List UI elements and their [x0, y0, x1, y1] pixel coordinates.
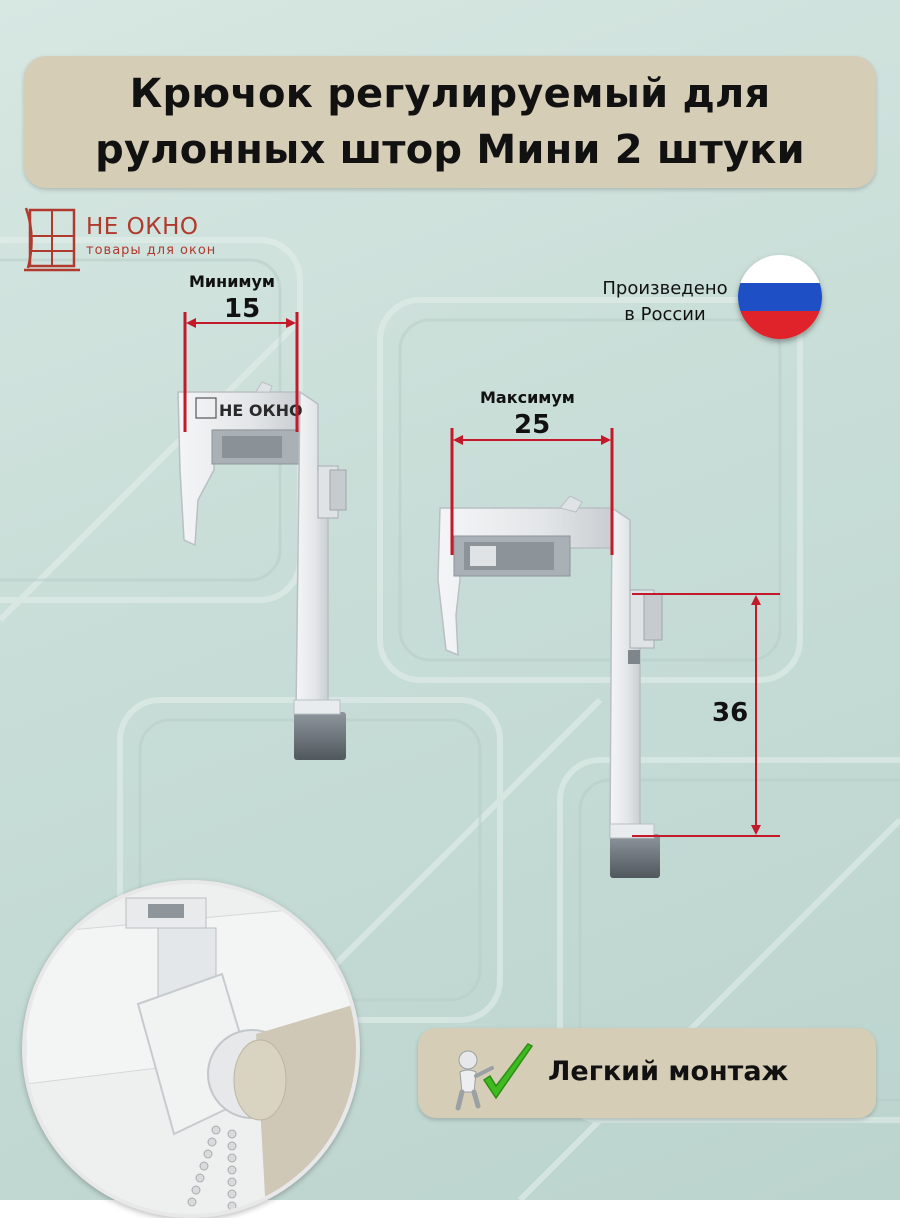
easy-install-badge: Легкий монтаж [418, 1028, 876, 1118]
hook-right [437, 495, 663, 878]
min-value: 15 [224, 294, 261, 324]
hook-left: НЕ ОКНО [177, 381, 347, 760]
flag-shine [738, 255, 822, 283]
title-banner: Крючок регулируемый для рулонных штор Ми… [24, 56, 876, 188]
hook-left-stamp: НЕ ОКНО [219, 401, 303, 420]
origin-line-1: Произведено [602, 278, 728, 299]
title-line-1: Крючок регулируемый для [129, 71, 771, 117]
origin-line-2: в России [624, 304, 706, 325]
logo-tagline: товары для окон [86, 243, 217, 258]
easy-install-text: Легкий монтаж [548, 1056, 789, 1087]
checkmark-icon [482, 1043, 534, 1100]
dimension-lines [183, 312, 780, 837]
flag-stripe-blue [738, 283, 822, 311]
installed-blind-photo [22, 880, 360, 1218]
title-line-2: рулонных штор Мини 2 штуки [95, 127, 805, 173]
brand-logo: НЕ ОКНО товары для окон [22, 206, 252, 272]
roller-blind-illustration [26, 884, 356, 1214]
max-value: 25 [514, 410, 551, 440]
origin-label: Произведено в России [590, 276, 740, 328]
height-value: 36 [712, 698, 749, 728]
min-caption: Минимум [189, 272, 275, 291]
max-caption: Максимум [480, 388, 575, 407]
logo-name: НЕ ОКНО [86, 214, 199, 240]
person-checkmark-icon [455, 1043, 534, 1111]
window-curtain-icon [24, 207, 80, 272]
